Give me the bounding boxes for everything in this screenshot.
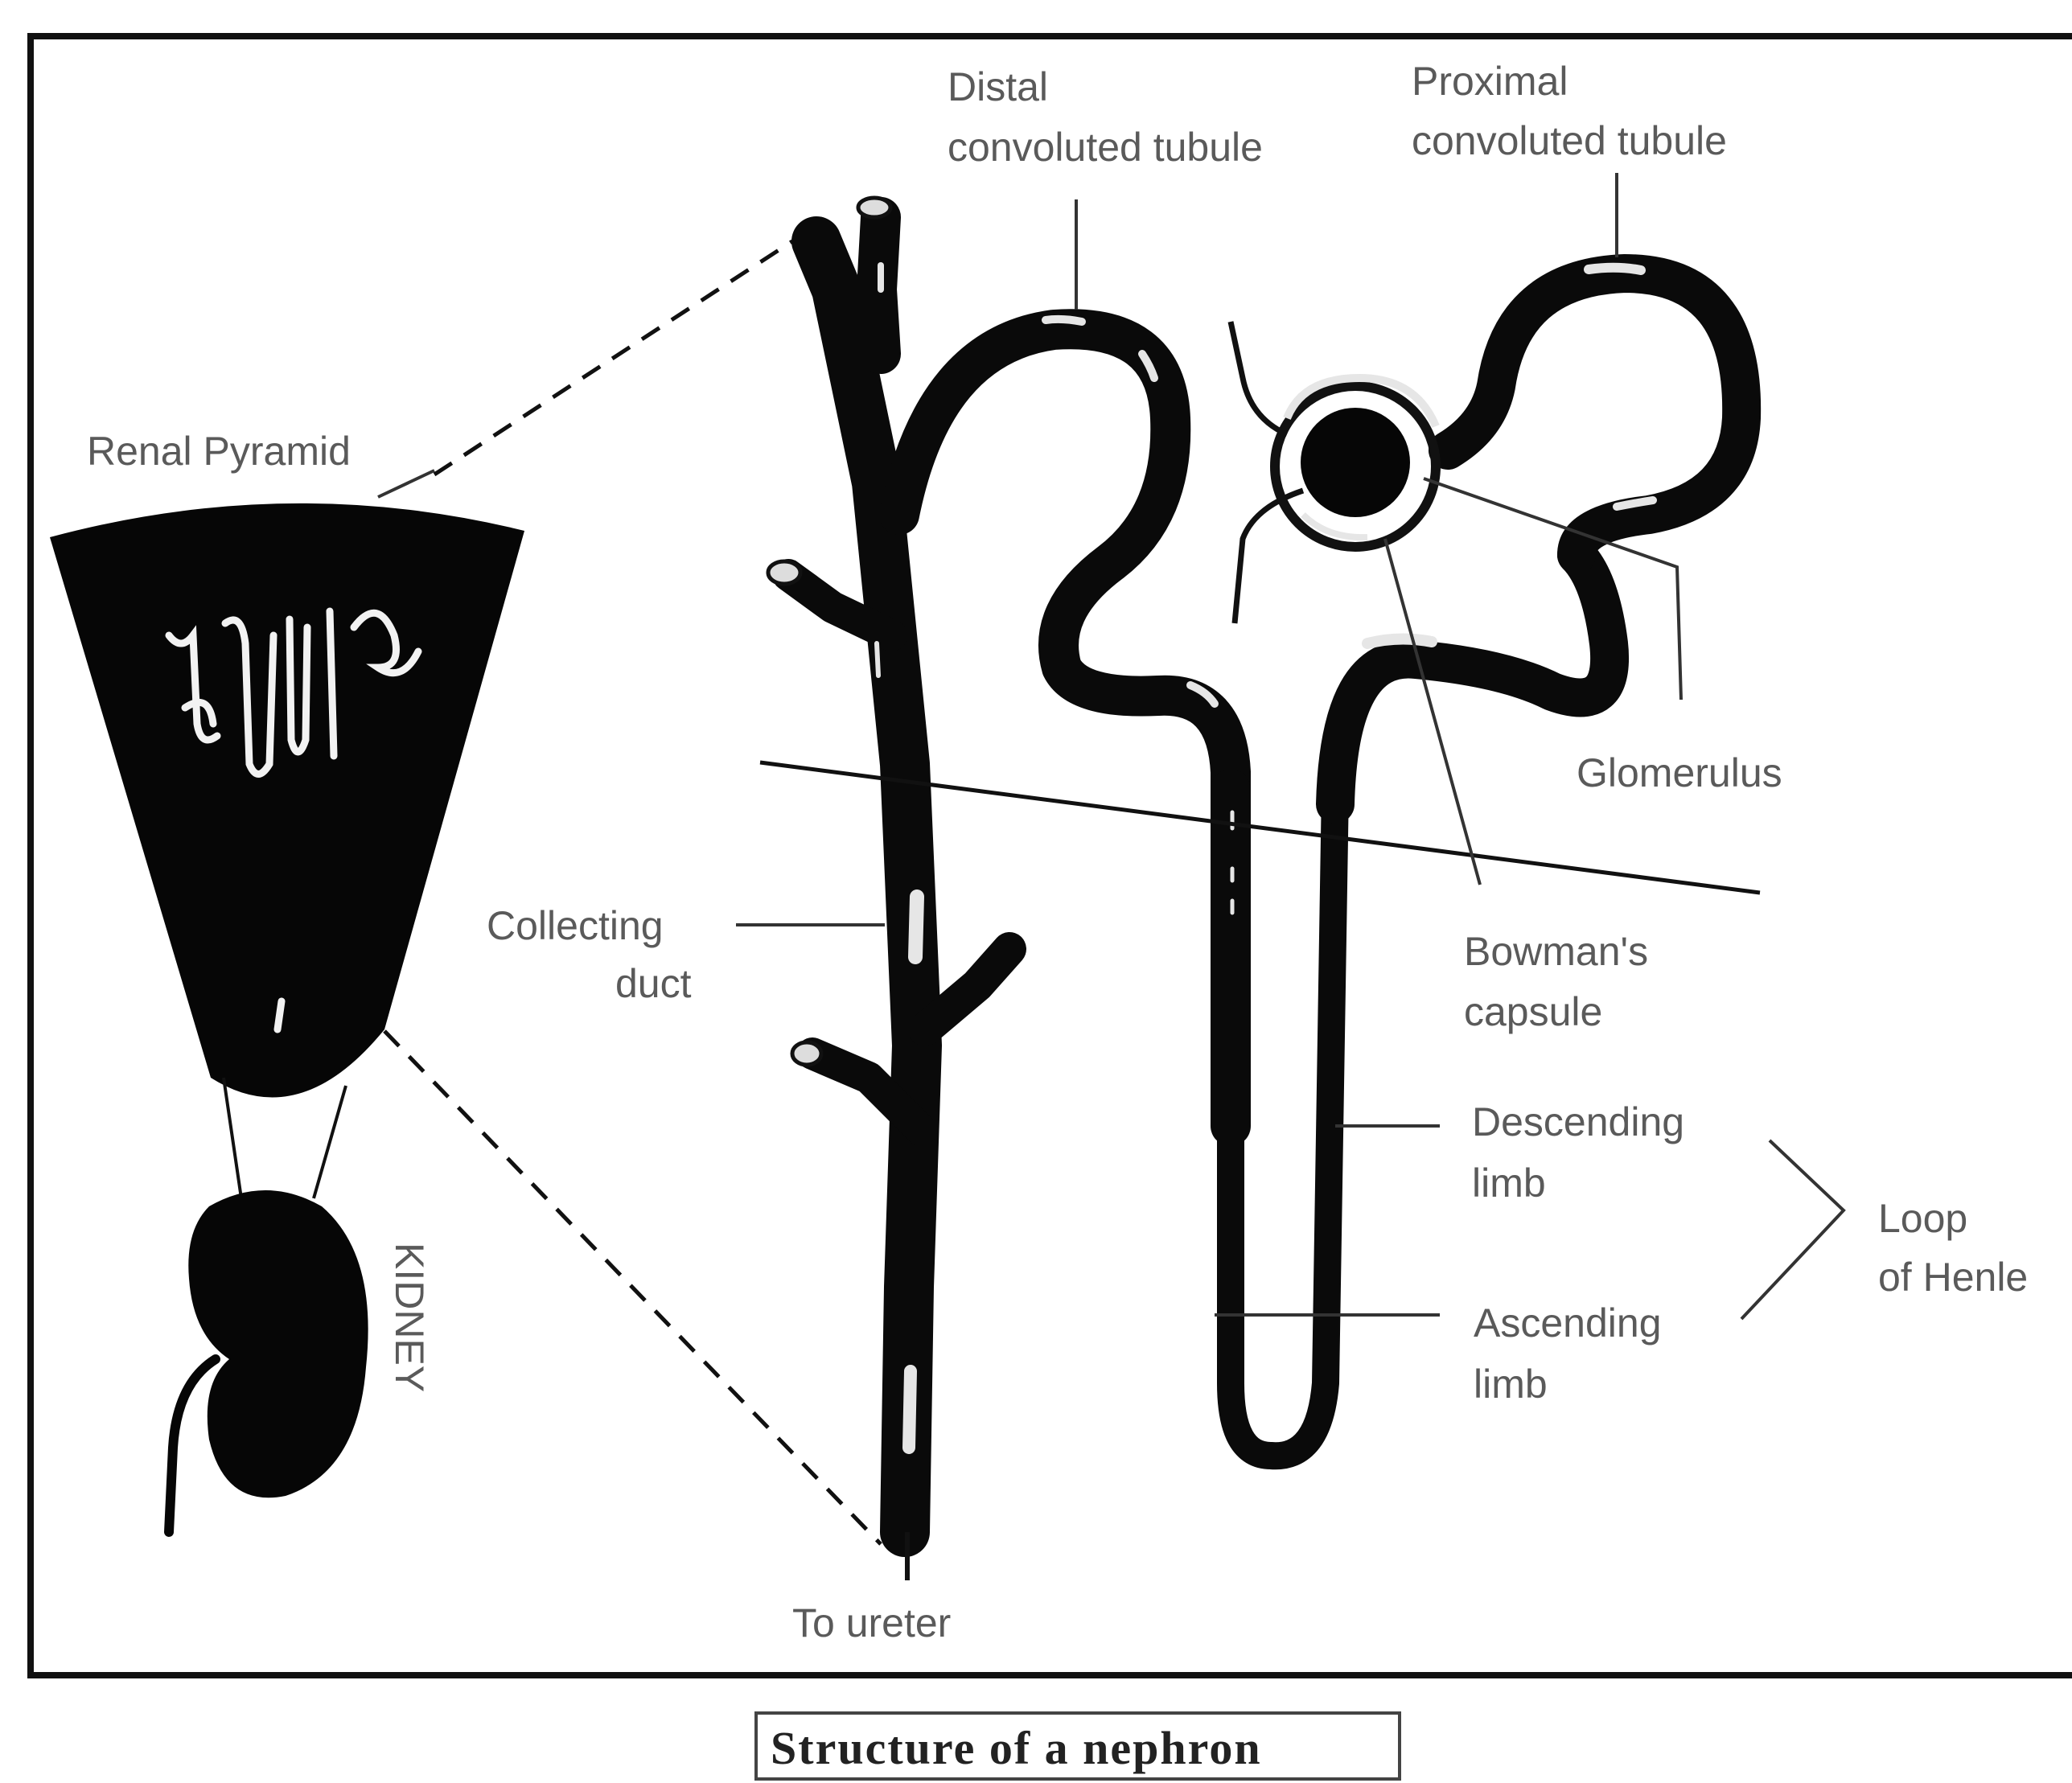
collecting-duct-label-1: Collecting [487, 903, 664, 948]
glomerulus-capsule [1231, 322, 1436, 623]
glomerulus-icon [1301, 408, 1410, 517]
loop-label-2: of Henle [1878, 1255, 2028, 1300]
to-ureter-label: To ureter [792, 1600, 951, 1645]
ascending-label-2: limb [1474, 1362, 1548, 1407]
distal-label-2: convoluted tubule [948, 125, 1263, 170]
distal-label-1: Distal [948, 64, 1048, 109]
renal-pyramid-label: Renal Pyramid [87, 429, 351, 474]
kidney-icon [169, 1190, 368, 1532]
collecting-duct [768, 198, 1009, 1532]
ascending-label-1: Ascending [1474, 1300, 1662, 1345]
proximal-label-2: convoluted tubule [1412, 118, 1727, 163]
bowmans-label-1: Bowman's [1464, 929, 1648, 974]
zoom-line-top [434, 241, 792, 475]
bowmans-leader [1385, 539, 1480, 885]
pyramid-kidney-link-left [224, 1078, 241, 1198]
loop-label-1: Loop [1878, 1196, 1967, 1241]
pyramid-kidney-link-right [314, 1086, 346, 1198]
figure-caption: Structure of a nephron [771, 1722, 1262, 1774]
zoom-line-bottom [384, 1031, 881, 1544]
loop-bracket [1741, 1140, 1844, 1319]
proximal-convoluted-tubule [1448, 268, 1741, 555]
descending-label-1: Descending [1472, 1099, 1684, 1144]
glomerulus-label: Glomerulus [1577, 750, 1782, 795]
bowmans-label-2: capsule [1464, 989, 1602, 1034]
renal-pyramid [50, 503, 524, 1098]
descending-label-2: limb [1472, 1161, 1546, 1206]
collecting-duct-label-2: duct [615, 961, 692, 1006]
proximal-label-1: Proximal [1412, 59, 1568, 104]
kidney-label: KIDNEY [387, 1243, 432, 1392]
renal-pyramid-leader [378, 470, 434, 497]
